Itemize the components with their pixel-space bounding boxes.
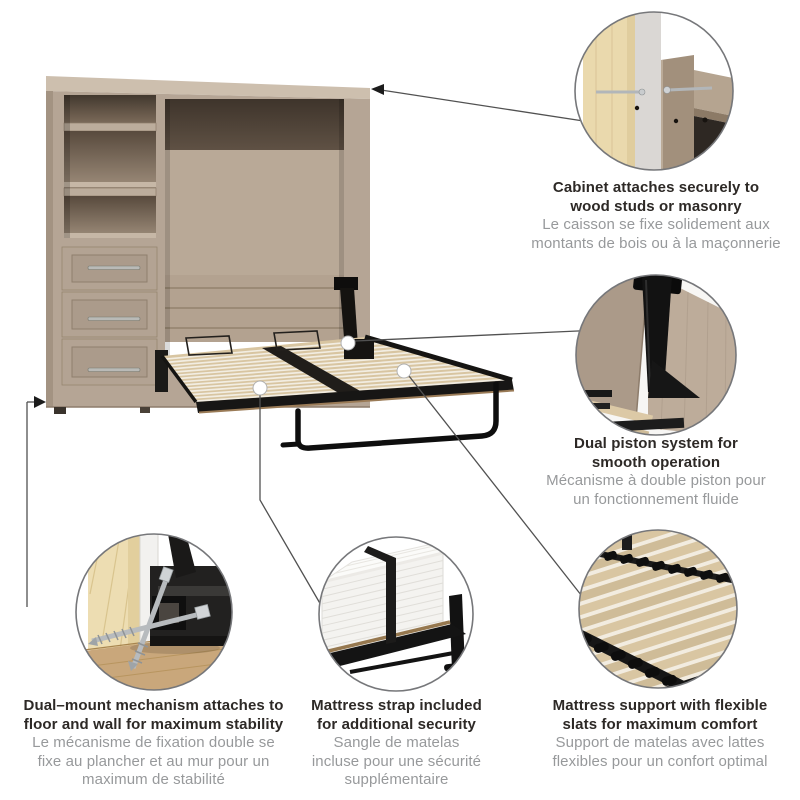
bed-deck [160,330,515,451]
arrowhead [34,396,46,408]
caption-title-line: smooth operation [591,453,721,471]
caption-subtitle-line: incluse pour une sécurité [311,752,482,770]
open-shelf [64,95,156,123]
leader-line-dual-piston [354,329,601,342]
murphy-bed-cabinet [46,76,372,414]
caption-title-line: Dual–mount mechanism attaches to [23,697,284,714]
drawer-handle [87,316,141,321]
caption-cabinet-attachment: Cabinet attaches securely to wood studs … [516,179,796,253]
callout-circle-dual-piston [575,274,737,436]
caption-subtitle-line: fixe au plancher et au mur pour un [37,752,270,770]
cabinet-foot [140,407,150,413]
leg-foot [280,441,302,448]
caption-title-line: Dual piston system for [574,435,738,452]
callout-circle-cabinet-attachment [574,11,734,171]
cabinet-side-panel [661,55,694,170]
drawer-handle [87,367,141,372]
wire-mattress-stop [185,335,233,356]
caption-title-line: for additional security [317,715,476,733]
cabinet-top-surface [46,76,370,99]
caption-title-line: Cabinet attaches securely to [552,179,760,196]
deck-front-rail [196,380,514,413]
mattress-strap-band [364,546,396,644]
cabinet-shelf-top [694,70,733,116]
shelf-highlight [64,182,156,187]
deck-right-rail [364,334,513,383]
mounting-screw [667,86,713,92]
caption-title-line: floor and wall for maximum stability [23,715,284,733]
anchor-dot-slats [396,363,412,379]
bracket-upright-arm [168,534,196,578]
wire-mattress-stop [273,330,321,351]
frame-rail [319,624,466,668]
caption-title-line: Mattress support with flexible [552,697,768,714]
frame-wood-strip [319,620,451,655]
shelf-board [63,122,157,132]
callout-circle-mattress-strap [318,536,474,692]
cabinet-left-edge [46,91,53,407]
leader-line-mattress-strap [259,395,326,613]
caption-subtitle-line: supplémentaire [344,771,449,788]
bed-opening [165,99,344,358]
shelf-side-shadow [64,95,70,238]
anchor-dot-piston [340,335,356,351]
caption-subtitle-line: un fonctionnement fluide [573,490,739,508]
caption-subtitle-line: maximum de stabilité [82,771,225,788]
anchor-dot-strap [252,380,268,396]
caption-subtitle-line: montants de bois ou à la maçonnerie [531,234,781,252]
drawer-panel [71,299,148,330]
leader-lines [26,84,601,613]
screw-head [194,603,211,620]
mattress-quilting [321,560,444,649]
mattress-piping [321,551,444,584]
caption-subtitle-line: Support de matelas avec lattes [555,734,765,751]
callout-anchor-dots [252,335,412,396]
caption-title-line: slats for maximum comfort [562,715,758,733]
opening-left-shadow [165,99,170,358]
drawer-handle [87,265,141,270]
drawer-stack [61,246,158,386]
center-rail [262,346,362,395]
back-panel [165,150,344,275]
floor [76,632,232,690]
cabinet-panel [576,275,648,420]
caption-subtitle-line: Le mécanisme de fixation double se [32,734,275,751]
arrowhead [371,84,384,95]
caption-dual-piston: Dual piston system for smooth operation … [531,435,781,509]
caption-title-line: Mattress strap included [311,697,482,714]
caption-subtitle-line: Mécanisme à double piston pour [546,472,766,489]
drawer-panel [71,346,148,378]
leader-line-cabinet-attachment [380,89,591,123]
callout-circle-dual-mount [75,533,233,691]
caption-title-line: wood studs or masonry [570,197,742,215]
caption-subtitle-line: Sangle de matelas [333,734,460,751]
frame-cross-bar [349,648,471,674]
shelf-board [63,187,157,197]
screw-head [158,566,174,583]
opening-top-shadow [165,99,344,150]
storage-tower [63,95,157,238]
cabinet-foot [54,407,66,414]
front-rail-wood-strip [198,389,515,414]
open-shelf [64,131,156,188]
opening-right-shadow [339,99,344,358]
caption-mattress-strap: Mattress strap included for additional s… [289,697,504,790]
open-shelf [64,196,156,238]
shelf-highlight [64,233,156,238]
deck-left-rail [160,354,198,404]
caption-subtitle-line: flexibles pour un confort optimal [552,752,768,770]
caption-dual-mount: Dual–mount mechanism attaches to floor a… [6,697,301,790]
piston-brace [648,360,700,398]
leader-line-slat-support [408,375,586,601]
caption-slat-support: Mattress support with flexible slats for… [518,697,800,771]
caption-subtitle-line: Le caisson se fixe solidement aux [542,216,770,233]
